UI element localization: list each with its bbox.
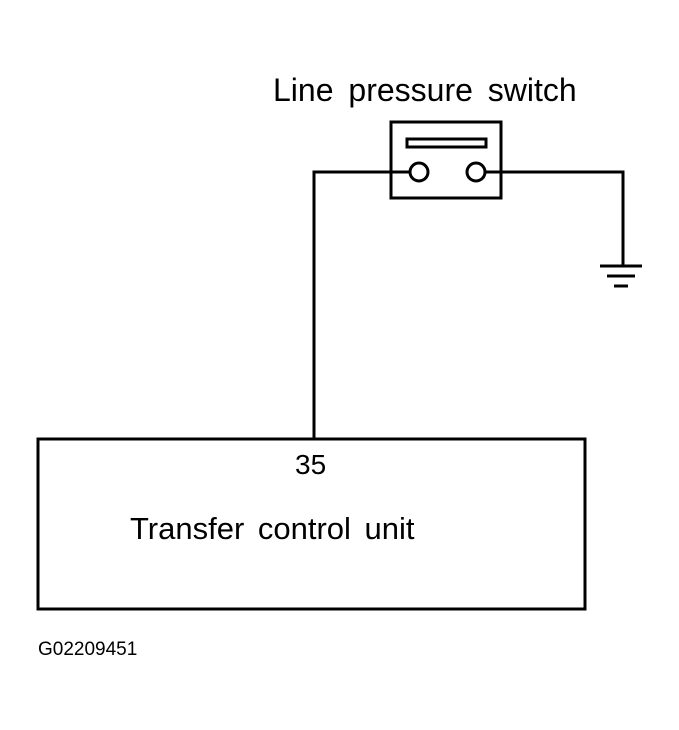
switch-body bbox=[389, 120, 503, 200]
control-unit-label: Transfer control unit bbox=[130, 511, 415, 546]
control-unit-box bbox=[36, 437, 587, 611]
pin-number: 35 bbox=[295, 449, 326, 480]
ground-wire bbox=[485, 170, 625, 265]
transfer-control-unit: 35 Transfer control unit bbox=[36, 437, 587, 611]
switch-contact-bar bbox=[405, 137, 488, 149]
figure-code: G02209451 bbox=[38, 639, 137, 660]
switch-terminal-left-icon bbox=[408, 161, 430, 183]
ground-symbol-icon bbox=[600, 264, 642, 288]
switch-label: Line pressure switch bbox=[273, 72, 577, 108]
line-pressure-switch bbox=[389, 120, 503, 200]
signal-wire bbox=[312, 170, 410, 439]
switch-terminal-right-icon bbox=[465, 161, 487, 183]
